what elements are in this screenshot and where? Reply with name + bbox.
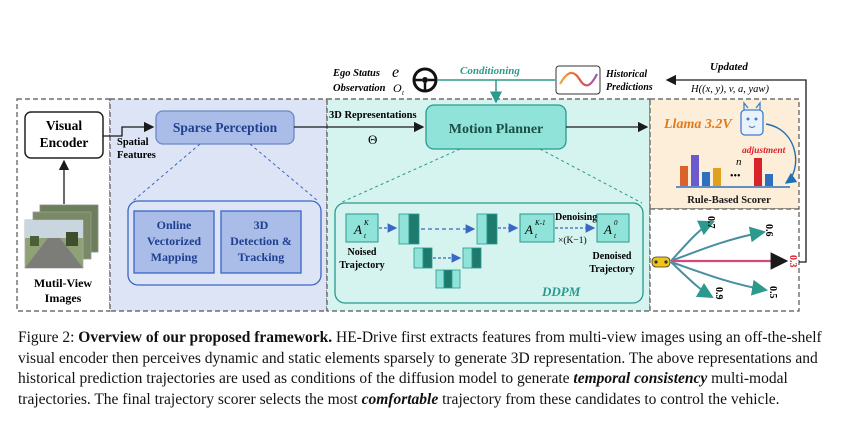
online-mapping-label-2: Vectorized: [147, 234, 202, 248]
detection-label-2: Detection &: [230, 234, 292, 248]
noised-trajectory-box: [345, 213, 379, 243]
perception-sub-container: [127, 200, 322, 286]
adjustment-label: adjustment: [742, 146, 786, 156]
denoised-label-1: Denoised: [593, 251, 632, 262]
dots-label: •••: [730, 171, 741, 182]
conditioning-label: Conditioning: [460, 65, 520, 77]
caption-emph-2: comfortable: [361, 390, 439, 408]
online-mapping-label-1: Online: [157, 218, 192, 232]
theta-symbol: Θ: [368, 132, 377, 147]
score-label-2: 0.3: [787, 255, 798, 268]
intermediate-trajectory-box: [519, 213, 555, 243]
caption-emph-1: temporal consistency: [573, 370, 708, 387]
historical-predictions-label-2: Predictions: [606, 82, 653, 93]
historical-predictions-label-1: Historical: [605, 69, 647, 80]
denoised-sub: t: [614, 232, 617, 240]
spatial-features-label-2: Features: [117, 150, 156, 161]
updated-feedback-line: [665, 74, 807, 263]
detection-tracking-box: [220, 210, 302, 274]
scorer-region: [649, 98, 800, 210]
noised-sub: t: [364, 232, 367, 240]
noised-label-1: Noised: [348, 247, 377, 258]
caption-figure-label: Figure 2:: [18, 329, 75, 346]
llama-label: Llama 3.2V: [663, 117, 733, 132]
denoised-trajectory-box: [596, 213, 630, 243]
denoised-sup: 0: [614, 219, 618, 227]
ego-status-symbol: e: [392, 64, 399, 81]
detection-label-3: Tracking: [238, 250, 284, 264]
ddpm-container: [334, 202, 644, 304]
observation-subscript: t: [402, 89, 405, 97]
caption-text-3: trajectory from these candidates to cont…: [442, 390, 780, 408]
history-formula: H((x, y), v, a, yaw): [690, 84, 769, 95]
encoder-to-perception-arrow: [103, 121, 155, 137]
denoising-label: Denoising: [555, 212, 597, 223]
online-mapping-box: [133, 210, 215, 274]
denoised-symbol: A: [603, 222, 612, 237]
observation-label: Observation: [333, 83, 386, 94]
score-label-3: 0.5: [767, 286, 778, 299]
online-mapping-label-3: Mapping: [151, 250, 198, 264]
unet-blocks: [398, 213, 498, 289]
steering-wheel-icon: [412, 67, 438, 93]
observation-symbol: O: [393, 81, 402, 95]
car-icon: [651, 256, 671, 268]
multi-view-images: [24, 204, 99, 269]
visual-encoder-label-1: Visual: [46, 118, 83, 133]
score-bars: [680, 155, 773, 186]
rule-based-scorer-label: Rule-Based Scorer: [687, 195, 771, 206]
ego-status-label: Ego Status: [332, 68, 380, 79]
score-label-4: 0.9: [713, 287, 724, 300]
adjustment-arrow: [765, 123, 798, 184]
visual-encoder-box: [24, 111, 104, 159]
noised-sup: K: [363, 219, 369, 227]
images-label-1: Mutil-View: [34, 276, 93, 290]
perception-expand-line-left: [132, 143, 201, 202]
noised-symbol: A: [353, 222, 362, 237]
mid-sub: t: [535, 232, 538, 240]
mid-symbol: A: [524, 222, 533, 237]
planner-expand-line-right: [539, 148, 643, 204]
motion-planner-label: Motion Planner: [449, 122, 544, 137]
planner-expand-line-left: [339, 148, 461, 204]
representations-label: 3D Representations: [329, 110, 417, 121]
llama-icon: [740, 101, 764, 136]
spatial-features-label-1: Spatial: [117, 137, 149, 148]
denoising-factor: ×(K−1): [558, 235, 587, 246]
denoised-label-2: Trajectory: [589, 264, 634, 275]
n-label: n: [736, 156, 742, 168]
caption-text-1: HE-Drive first extracts features from mu…: [18, 329, 822, 387]
sparse-perception-label: Sparse Perception: [173, 120, 278, 135]
figure-caption: Figure 2: Overview of our proposed frame…: [18, 328, 833, 410]
caption-text-2: multi-modal trajectories. The final traj…: [18, 370, 788, 408]
caption-heading: Overview of our proposed framework.: [78, 329, 333, 346]
score-label-1: 0.6: [763, 224, 774, 237]
updated-label: Updated: [710, 61, 748, 73]
visual-encoder-label-2: Encoder: [40, 135, 89, 150]
score-label-0: 0.7: [705, 216, 716, 229]
historical-predictions-icon: [555, 65, 601, 95]
mid-sup: K-1: [534, 219, 546, 227]
noised-label-2: Trajectory: [339, 260, 384, 271]
perception-expand-line-right: [249, 143, 319, 202]
images-label-2: Images: [45, 291, 82, 305]
detection-label-1: 3D: [254, 218, 269, 232]
candidate-trajectories: [670, 220, 789, 299]
ddpm-label: DDPM: [541, 284, 581, 299]
